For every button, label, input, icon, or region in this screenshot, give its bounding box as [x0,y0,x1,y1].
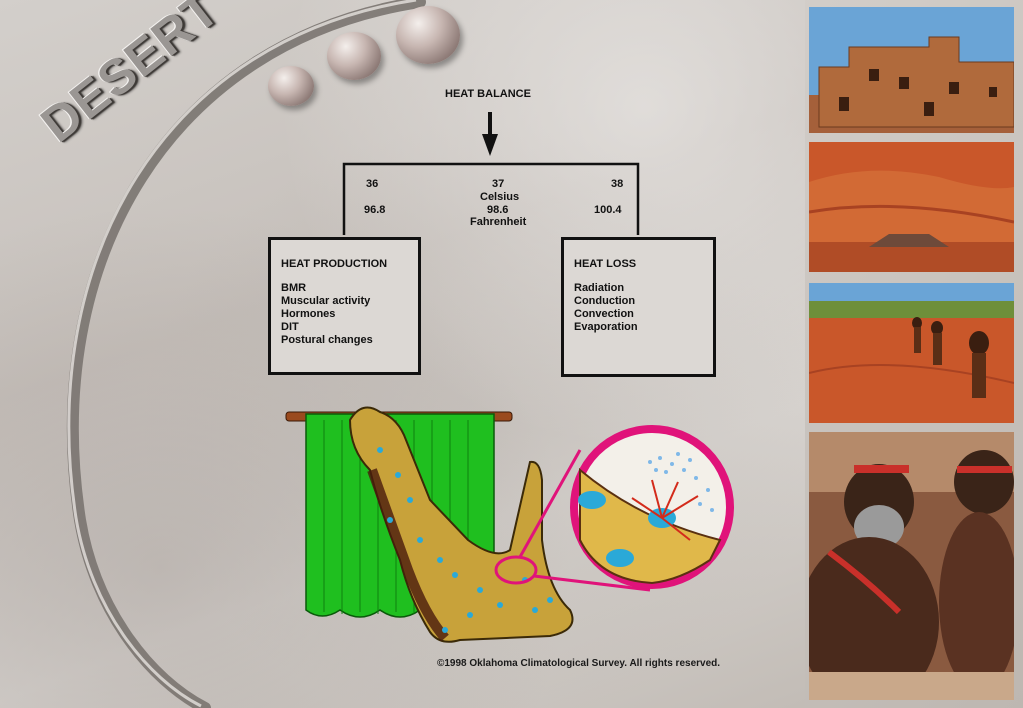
swoosh-decoration [66,0,426,708]
heat-production-heading: HEAT PRODUCTION [281,258,388,270]
heat-production-box: HEAT PRODUCTION BMR Muscular activity Ho… [268,237,421,375]
down-arrow-icon [482,112,498,156]
list-item: Hormones [281,308,336,320]
desert-walkers-photo [809,283,1014,423]
list-item: Radiation [574,282,625,294]
sphere-icon [327,32,381,80]
diagram-title: HEAT BALANCE [445,88,531,100]
list-item: Muscular activity [281,295,371,307]
temp-mid-celsius: 37 [492,178,505,190]
sphere-icon [268,66,314,106]
temp-low-fahrenheit: 96.8 [364,204,386,216]
temp-mid-fahrenheit: 98.6 [487,204,509,216]
elders-photo [809,432,1014,700]
list-item: BMR [281,282,307,294]
temp-celsius-label: Celsius [480,191,520,203]
sweating-arm-illustration [285,406,734,643]
sphere-icon [396,6,460,64]
list-item: Convection [574,308,634,320]
list-item: Postural changes [281,334,373,346]
temp-low-celsius: 36 [366,178,379,190]
temp-high-celsius: 38 [611,178,624,190]
temp-high-fahrenheit: 100.4 [594,204,622,216]
temp-fahrenheit-label: Fahrenheit [470,216,527,228]
list-item: DIT [281,321,299,333]
copyright-notice: ©1998 Oklahoma Climatological Survey. Al… [437,658,721,669]
sand-dune-photo [809,142,1014,272]
pueblo-photo [809,7,1014,133]
heat-loss-heading: HEAT LOSS [574,258,637,270]
diagram-lines [342,112,640,235]
heat-loss-box: HEAT LOSS Radiation Conduction Convectio… [561,237,716,377]
list-item: Conduction [574,295,636,307]
list-item: Evaporation [574,321,638,333]
